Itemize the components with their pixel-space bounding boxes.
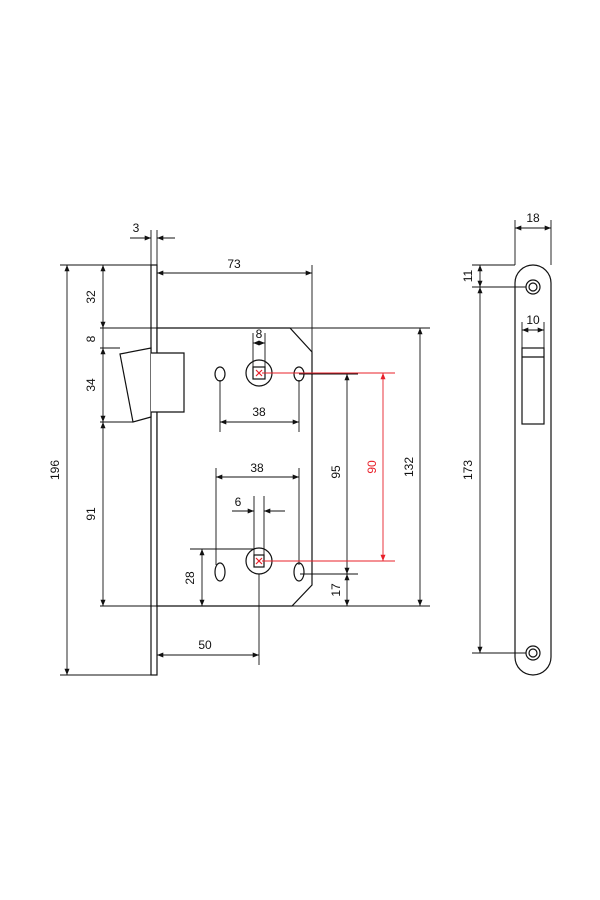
dim-73: 73 xyxy=(227,257,241,271)
dim-8-gap: 8 xyxy=(84,335,98,342)
dim-38-lower: 38 xyxy=(250,461,264,475)
dim-173: 173 xyxy=(461,460,475,480)
center-mark-icon xyxy=(255,369,263,565)
red-dimension-90 xyxy=(262,372,395,562)
dim-90: 90 xyxy=(365,460,379,474)
strike-slot xyxy=(521,347,545,425)
latch-housing xyxy=(151,352,185,413)
dim-18: 18 xyxy=(526,211,540,225)
dim-95: 95 xyxy=(329,465,343,479)
strike-dimension-lines xyxy=(472,220,552,654)
dim-11: 11 xyxy=(461,269,475,282)
dim-17: 17 xyxy=(329,583,343,597)
latch-bolt xyxy=(119,347,152,423)
dim-132: 132 xyxy=(402,457,416,477)
dim-38-upper: 38 xyxy=(252,405,266,419)
strike-plate xyxy=(514,264,552,676)
dimension-lines xyxy=(60,230,430,676)
dimension-labels: 3 73 196 32 8 34 91 8 38 38 6 28 50 95 9… xyxy=(48,211,540,652)
dim-91: 91 xyxy=(84,507,98,521)
dim-50: 50 xyxy=(198,638,212,652)
dim-28: 28 xyxy=(183,571,197,585)
dim-34: 34 xyxy=(84,378,98,392)
dim-6: 6 xyxy=(235,495,242,509)
dim-32: 32 xyxy=(84,290,98,304)
dim-196: 196 xyxy=(48,460,62,480)
dim-3: 3 xyxy=(133,221,140,235)
lower-left-hole xyxy=(214,562,226,582)
dim-10: 10 xyxy=(526,313,540,327)
dim-8-spindle: 8 xyxy=(256,327,263,341)
faceplate xyxy=(150,264,158,676)
